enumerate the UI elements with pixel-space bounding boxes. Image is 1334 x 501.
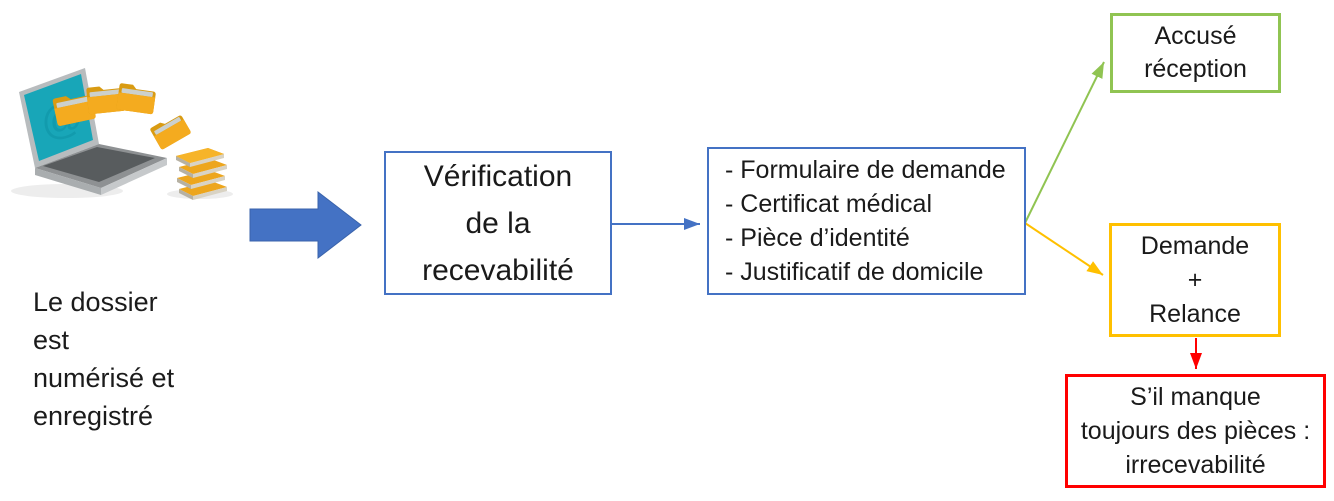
big-right-arrow: [249, 190, 362, 260]
node-text-line: de la: [465, 206, 531, 240]
caption-line: Le dossier: [33, 287, 158, 317]
node-text-line: toujours des pièces :: [1080, 417, 1311, 445]
node-text-line: Accusé: [1154, 22, 1237, 50]
node-demande-relance: Demande + Relance: [1109, 223, 1281, 337]
laptop-icon: @: [19, 68, 167, 195]
node-irrecevabilite: S’il manque toujours des pièces : irrece…: [1065, 374, 1326, 488]
node-text-line: réception: [1144, 55, 1247, 83]
folder-stack-icon: [176, 148, 227, 200]
node-text-line: Vérification: [423, 159, 573, 193]
arrow-documents-to-accuse: [1024, 61, 1105, 224]
node-text-line: irrecevabilité: [1125, 451, 1266, 479]
document-list-item: - Pièce d’identité: [725, 224, 910, 252]
node-text-line: +: [1187, 266, 1203, 294]
node-accuse-reception: Accusé réception: [1110, 13, 1281, 93]
node-text-line: recevabilité: [422, 253, 574, 287]
node-pieces-requises: - Formulaire de demande - Certificat méd…: [707, 147, 1026, 295]
node-text-line: S’il manque: [1130, 383, 1261, 411]
caption-line: numérisé et: [33, 363, 175, 393]
node-text-line: Demande: [1140, 232, 1250, 260]
node-text-line: Relance: [1149, 300, 1241, 328]
caption-line: est: [33, 325, 70, 355]
document-list-item: - Certificat médical: [725, 190, 932, 218]
arrow-documents-to-demande: [1024, 222, 1104, 276]
node-verification-recevabilite: Vérification de la recevabilité: [384, 151, 612, 295]
document-list-item: - Formulaire de demande: [725, 156, 1006, 184]
caption-line: enregistré: [33, 401, 154, 431]
document-list-item: - Justificatif de domicile: [725, 258, 984, 286]
clipart-caption: Le dossier est numérisé et enregistré: [33, 283, 174, 435]
laptop-folders-illustration: @: [11, 68, 233, 200]
